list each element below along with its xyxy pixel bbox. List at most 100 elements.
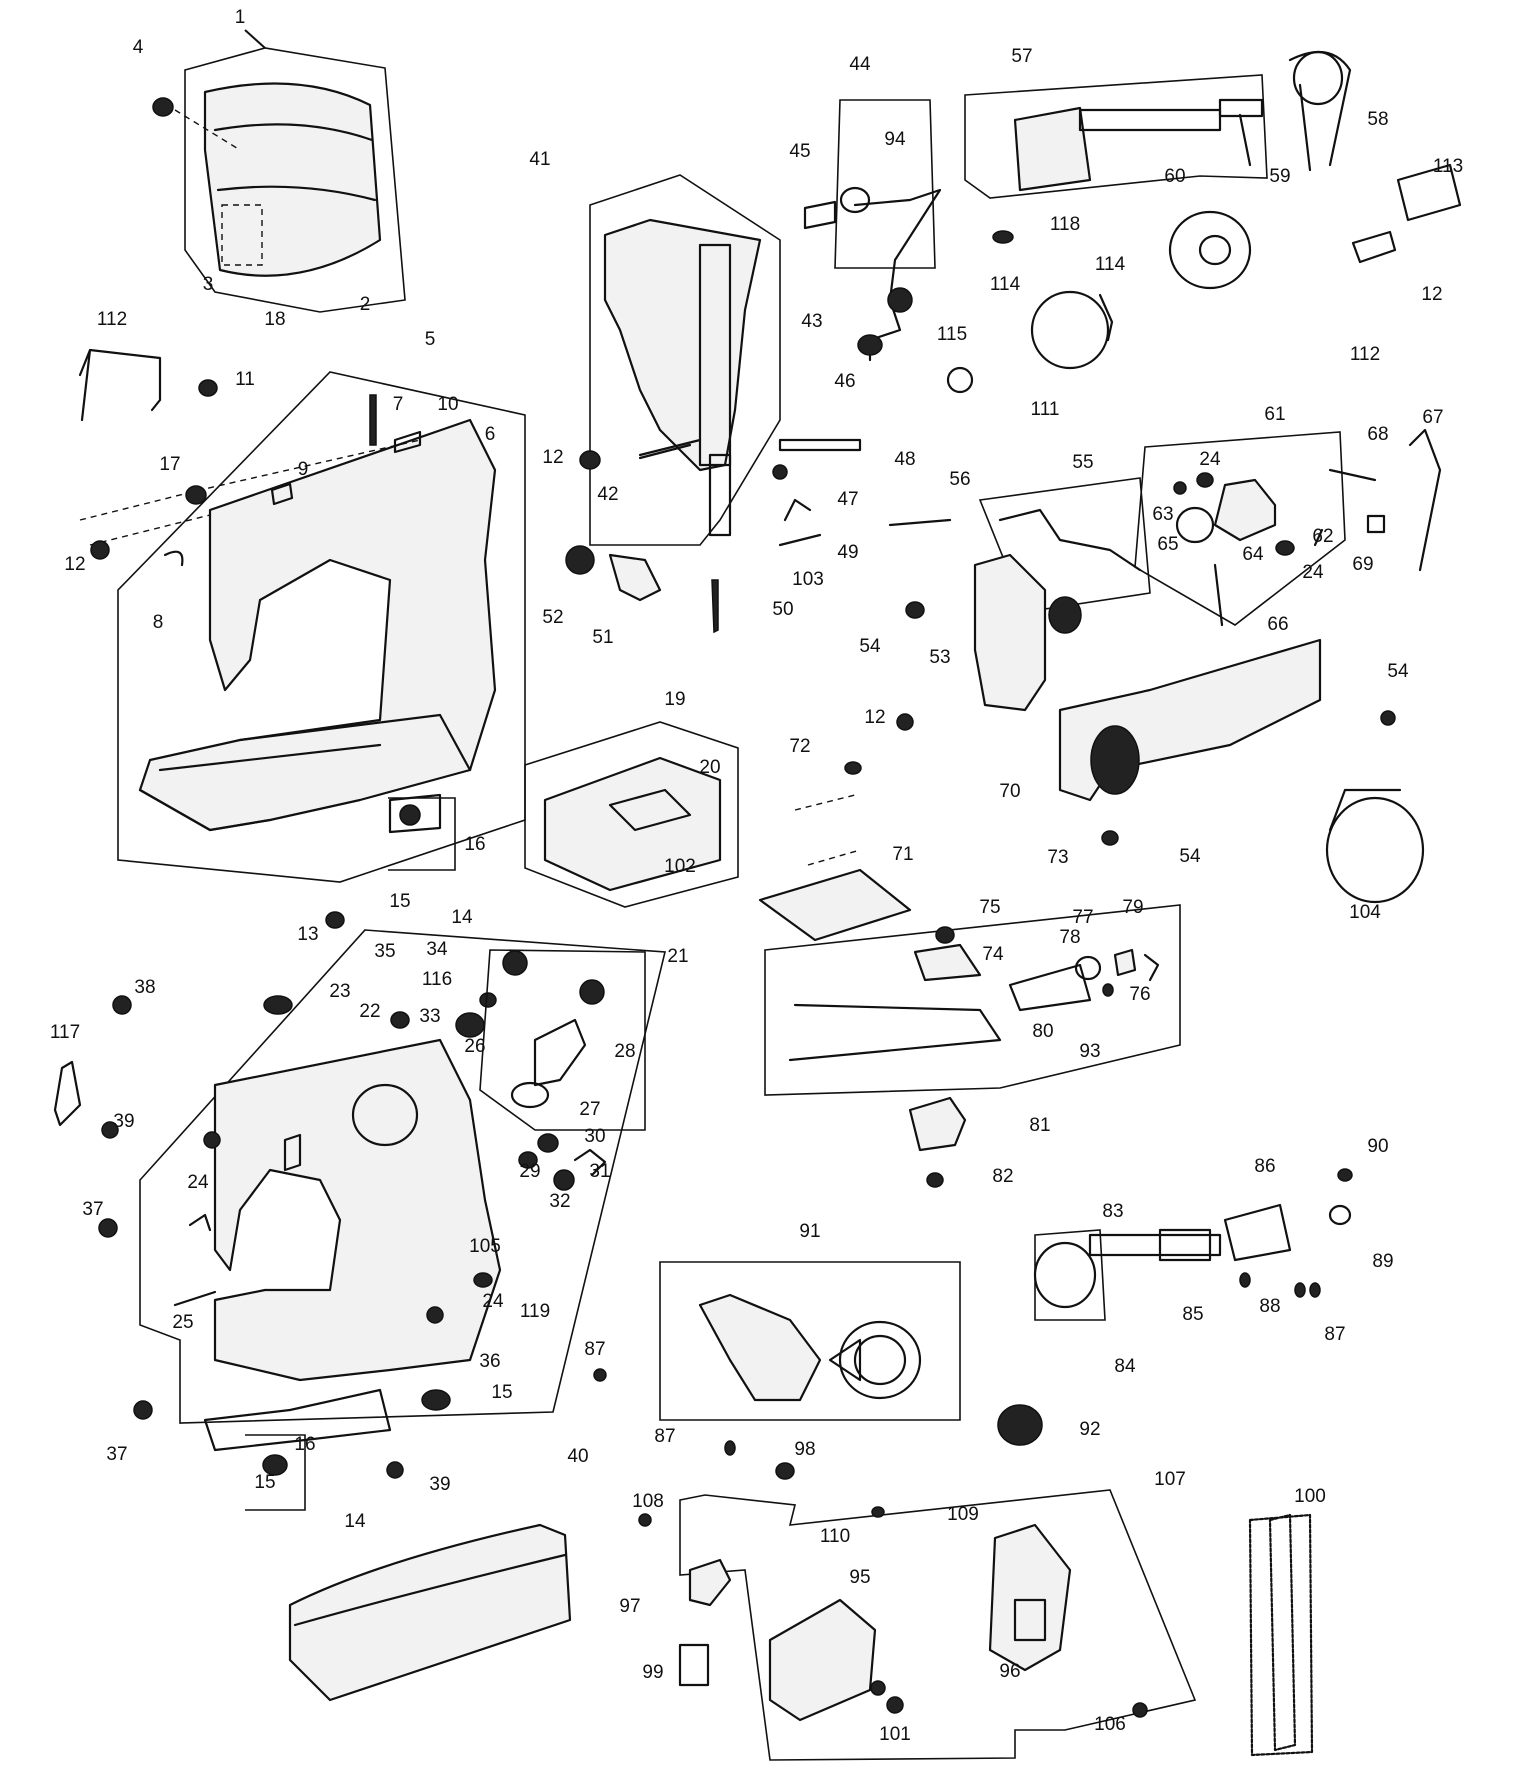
callout-c65: 65 [1157, 534, 1178, 555]
callout-c55: 55 [1072, 452, 1093, 473]
callout-c35: 35 [374, 941, 395, 962]
callout-c28: 28 [614, 1041, 635, 1062]
callout-c78: 78 [1059, 927, 1080, 948]
callout-c17: 17 [159, 454, 180, 475]
callout-c59: 59 [1269, 166, 1290, 187]
callout-c70: 70 [999, 781, 1020, 802]
callout-c72: 72 [789, 736, 810, 757]
callout-c113: 113 [1433, 156, 1463, 177]
callout-c27: 27 [579, 1099, 600, 1120]
callout-c54c: 54 [1179, 846, 1201, 867]
callout-c116: 116 [422, 969, 452, 990]
callout-c66: 66 [1267, 614, 1288, 635]
callout-c25: 25 [172, 1312, 193, 1333]
callout-c93: 93 [1079, 1041, 1100, 1062]
callout-c12b: 12 [542, 447, 563, 468]
callout-c115: 115 [937, 324, 967, 345]
callout-c91: 91 [799, 1221, 820, 1242]
callout-c31: 31 [589, 1161, 610, 1182]
callout-c106: 106 [1094, 1714, 1126, 1735]
callout-c114b: 114 [1095, 254, 1126, 275]
callout-c40: 40 [567, 1446, 588, 1467]
hook-assembly-group [593, 1261, 1043, 1456]
callout-c90: 90 [1367, 1136, 1388, 1157]
callout-c49: 49 [837, 542, 858, 563]
drive-belt-part [1248, 1513, 1314, 1757]
callout-c56: 56 [949, 469, 970, 490]
callout-c45: 45 [789, 141, 810, 162]
clamp-part [908, 1096, 967, 1152]
callout-c53: 53 [929, 647, 950, 668]
callout-c58: 58 [1367, 109, 1388, 130]
callout-c95: 95 [849, 1567, 870, 1588]
callout-c39a: 39 [113, 1111, 134, 1132]
callout-c10: 10 [437, 394, 458, 415]
callout-c105: 105 [469, 1236, 501, 1257]
callout-c84: 84 [1114, 1356, 1136, 1377]
callout-c81: 81 [1029, 1115, 1050, 1136]
upper-frame-group [79, 371, 526, 929]
callout-c44: 44 [849, 54, 871, 75]
callout-c89: 89 [1372, 1251, 1393, 1272]
callout-c103: 103 [792, 569, 824, 590]
callout-c5: 5 [425, 329, 436, 350]
callout-c83: 83 [1102, 1201, 1123, 1222]
callout-c77: 77 [1072, 907, 1093, 928]
callout-c24d: 24 [482, 1291, 504, 1312]
callout-c33: 33 [419, 1006, 440, 1027]
callout-c19: 19 [664, 689, 685, 710]
callout-c38: 38 [134, 977, 155, 998]
callout-c13: 13 [297, 924, 318, 945]
callout-c85: 85 [1182, 1304, 1203, 1325]
callout-c74: 74 [982, 944, 1004, 965]
callout-c14a: 14 [451, 907, 473, 928]
callout-c30: 30 [584, 1126, 605, 1147]
callout-c52: 52 [542, 607, 563, 628]
callout-c24c: 24 [187, 1172, 209, 1193]
callout-c42: 42 [597, 484, 618, 505]
callout-c24b: 24 [1302, 562, 1324, 583]
callout-c22: 22 [359, 1001, 380, 1022]
presser-bracket-group [888, 477, 1151, 731]
callout-c26: 26 [464, 1036, 485, 1057]
lower-shaft-group [1033, 1168, 1353, 1321]
callout-c14b: 14 [344, 1511, 366, 1532]
bed-plate-group [524, 721, 739, 908]
callout-c76: 76 [1129, 984, 1150, 1005]
callout-c73: 73 [1047, 847, 1068, 868]
callout-c92: 92 [1079, 1419, 1100, 1440]
callout-c117: 117 [50, 1022, 80, 1043]
callout-c11: 11 [235, 369, 255, 390]
callout-c112a: 112 [97, 309, 127, 330]
callout-c108: 108 [632, 1491, 664, 1512]
callout-c119: 119 [520, 1301, 550, 1322]
callout-c21: 21 [667, 946, 688, 967]
callout-c101: 101 [879, 1724, 911, 1745]
callout-c15a: 15 [389, 891, 410, 912]
callout-c102: 102 [664, 856, 696, 877]
callout-c61: 61 [1264, 404, 1285, 425]
callout-c16b: 16 [294, 1434, 315, 1455]
front-cover-group [152, 29, 406, 313]
callout-c41: 41 [529, 149, 550, 170]
callout-c24a: 24 [1199, 449, 1221, 470]
upper-shaft-group [946, 50, 1462, 394]
callout-c114a: 114 [990, 274, 1021, 295]
callout-c3: 3 [203, 274, 214, 295]
callout-c34: 34 [426, 939, 448, 960]
callout-c98: 98 [794, 1439, 815, 1460]
callout-c63: 63 [1152, 504, 1173, 525]
callout-c71: 71 [892, 844, 913, 865]
callout-c12d: 12 [864, 707, 885, 728]
tension-regulator-group [1058, 638, 1425, 904]
callout-c79: 79 [1122, 897, 1143, 918]
callout-c12a: 12 [64, 554, 85, 575]
callout-c2: 2 [360, 294, 371, 315]
callout-c57: 57 [1011, 46, 1032, 67]
bed-cover-part [288, 1523, 572, 1702]
handle-part [78, 348, 162, 422]
callout-c99: 99 [642, 1662, 663, 1683]
callout-c43: 43 [801, 311, 822, 332]
callout-c86: 86 [1254, 1156, 1275, 1177]
